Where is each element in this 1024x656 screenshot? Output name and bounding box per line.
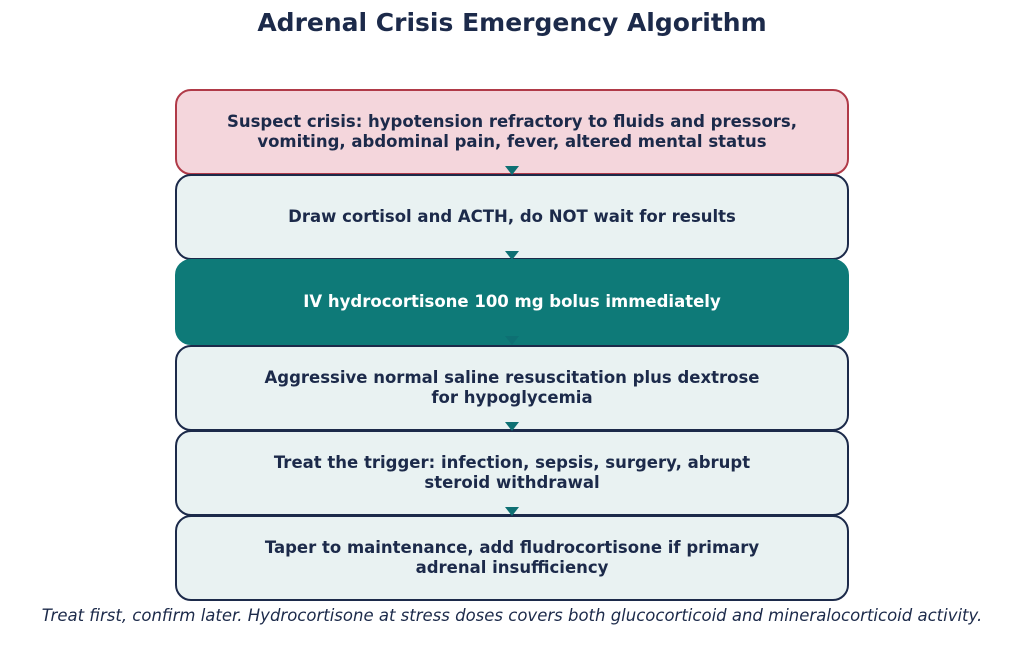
- step-treat-trigger: Treat the trigger: infection, sepsis, su…: [175, 430, 849, 516]
- step-label: Suspect crisis: hypotension refractory t…: [226, 112, 798, 151]
- arrow-5: [505, 507, 519, 516]
- step-label: Aggressive normal saline resuscitation p…: [264, 368, 760, 407]
- step-taper-maintenance: Taper to maintenance, add fludrocortison…: [175, 515, 849, 601]
- step-label: IV hydrocortisone 100 mg bolus immediate…: [303, 292, 721, 311]
- diagram-title: Adrenal Crisis Emergency Algorithm: [257, 8, 767, 37]
- arrow-2: [505, 251, 519, 260]
- arrow-3: [505, 336, 519, 345]
- step-draw-labs: Draw cortisol and ACTH, do NOT wait for …: [175, 174, 849, 260]
- step-label: Treat the trigger: infection, sepsis, su…: [273, 453, 751, 492]
- arrow-4: [505, 422, 519, 431]
- step-label: Draw cortisol and ACTH, do NOT wait for …: [288, 207, 736, 226]
- footnote: Treat first, confirm later. Hydrocortiso…: [41, 606, 983, 625]
- arrow-1: [505, 166, 519, 175]
- step-label: Taper to maintenance, add fludrocortison…: [264, 538, 760, 577]
- step-hydrocortisone-bolus: IV hydrocortisone 100 mg bolus immediate…: [175, 259, 849, 345]
- step-suspect-crisis: Suspect crisis: hypotension refractory t…: [175, 89, 849, 175]
- step-saline-resuscitation: Aggressive normal saline resuscitation p…: [175, 345, 849, 431]
